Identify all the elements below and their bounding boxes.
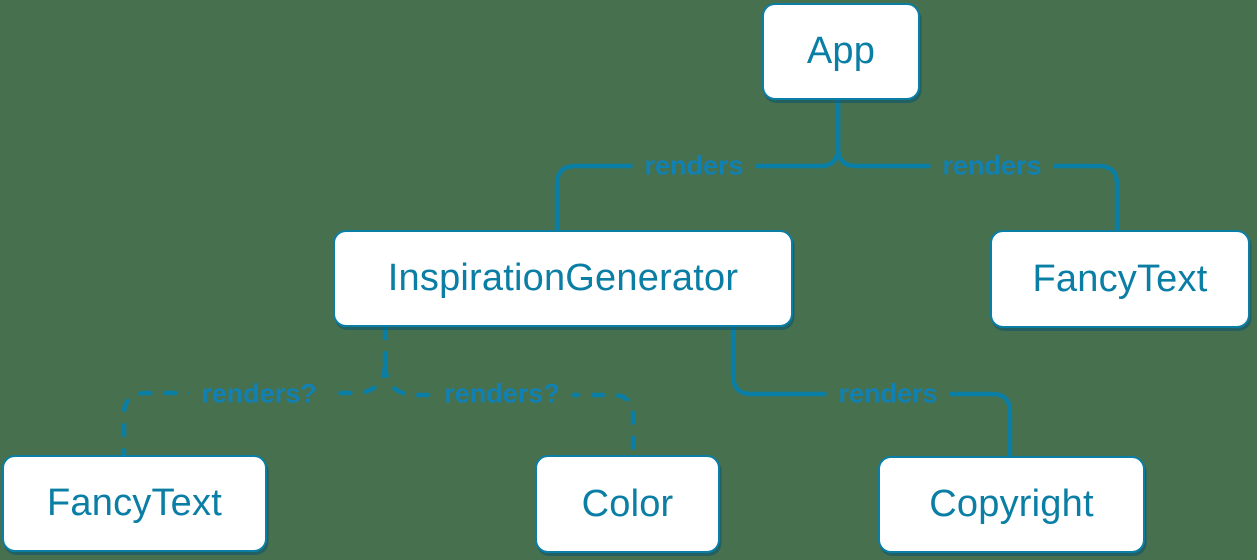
node-app: App bbox=[762, 3, 920, 100]
node-inspiration-generator: InspirationGenerator bbox=[333, 230, 793, 327]
node-fancy-text-top: FancyText bbox=[990, 230, 1250, 328]
edge-label-inspirationgenerator-copyright: renders bbox=[826, 377, 950, 411]
node-copyright: Copyright bbox=[878, 456, 1145, 553]
edge-label-app-fancytext: renders bbox=[930, 149, 1054, 183]
edge-label-inspirationgenerator-color: renders? bbox=[432, 377, 572, 411]
edge-inspirationgenerator-to-fancytext-dashed bbox=[121, 363, 388, 458]
edge-label-inspirationgenerator-fancytext: renders? bbox=[189, 377, 329, 411]
edge-label-app-inspirationgenerator: renders bbox=[632, 149, 756, 183]
node-color: Color bbox=[535, 455, 720, 553]
node-fancy-text-bottom: FancyText bbox=[2, 455, 267, 552]
